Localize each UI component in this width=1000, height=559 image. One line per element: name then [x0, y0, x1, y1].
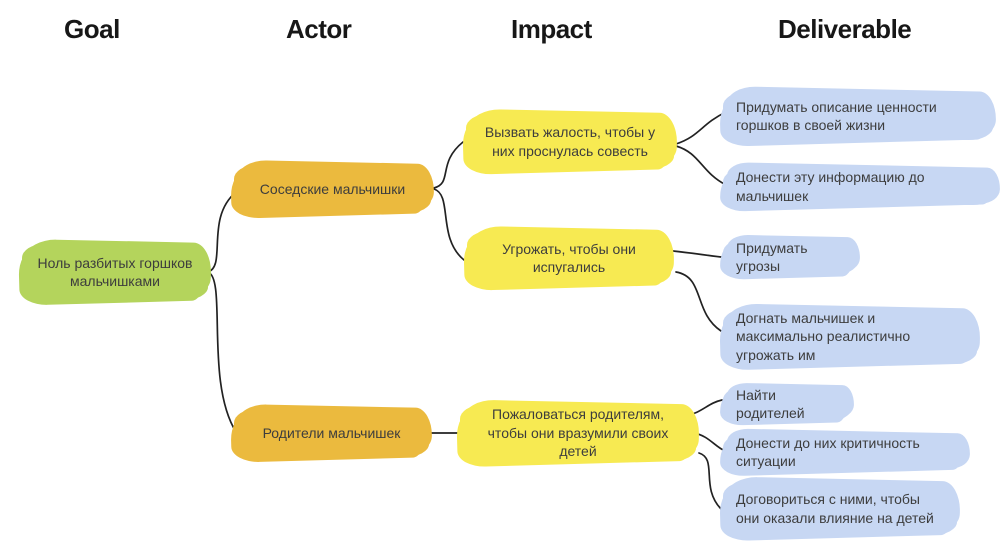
actor-node-boys-parents[interactable]: Родители мальчишек [234, 409, 429, 457]
connector-goal-actor-1 [207, 271, 237, 433]
column-header-actor: Actor [286, 14, 352, 44]
column-header-impact: Impact [511, 14, 592, 44]
actor-node-neighbor-boys[interactable]: Соседские мальчишки [234, 165, 431, 213]
connector-actor0-impact1 [433, 188, 465, 261]
connector-impact1-deliverable2 [672, 250, 722, 258]
column-header-goal: Goal [64, 14, 120, 44]
impact-node-threaten[interactable]: Угрожать, чтобы они испугались [467, 231, 671, 285]
connector-impact0-deliverable0 [675, 111, 727, 145]
column-header-deliverable: Deliverable [778, 14, 912, 44]
deliverable-node-convey-info[interactable]: Донести эту информацию до мальчишек [723, 168, 997, 205]
connector-actor0-impact0 [433, 141, 464, 189]
impact-node-evoke-pity[interactable]: Вызвать жалость, чтобы у них проснулась … [466, 114, 674, 169]
deliverable-node-value-description[interactable]: Придумать описание ценности горшков в св… [723, 92, 993, 140]
deliverable-node-find-parents[interactable]: Найти родителей [723, 387, 851, 421]
goal-node[interactable]: Ноль разбитых горшков мальчишками [22, 244, 208, 300]
impact-node-complain-to-parents[interactable]: Пожаловаться родителям, чтобы они вразум… [460, 405, 696, 461]
deliverable-node-agree-influence[interactable]: Договориться с ними, чтобы они оказали в… [723, 482, 957, 535]
deliverable-node-chase-and-threaten[interactable]: Догнать мальчишек и максимально реалисти… [723, 309, 977, 364]
deliverable-node-convey-criticality[interactable]: Донести до них критичность ситуации [723, 434, 967, 470]
connector-impact1-deliverable3 [675, 271, 722, 332]
deliverable-node-invent-threats[interactable]: Придумать угрозы [723, 239, 857, 275]
connector-impact0-deliverable1 [675, 145, 727, 186]
connector-impact2-deliverable6 [698, 452, 722, 510]
connector-goal-actor-0 [207, 191, 237, 273]
